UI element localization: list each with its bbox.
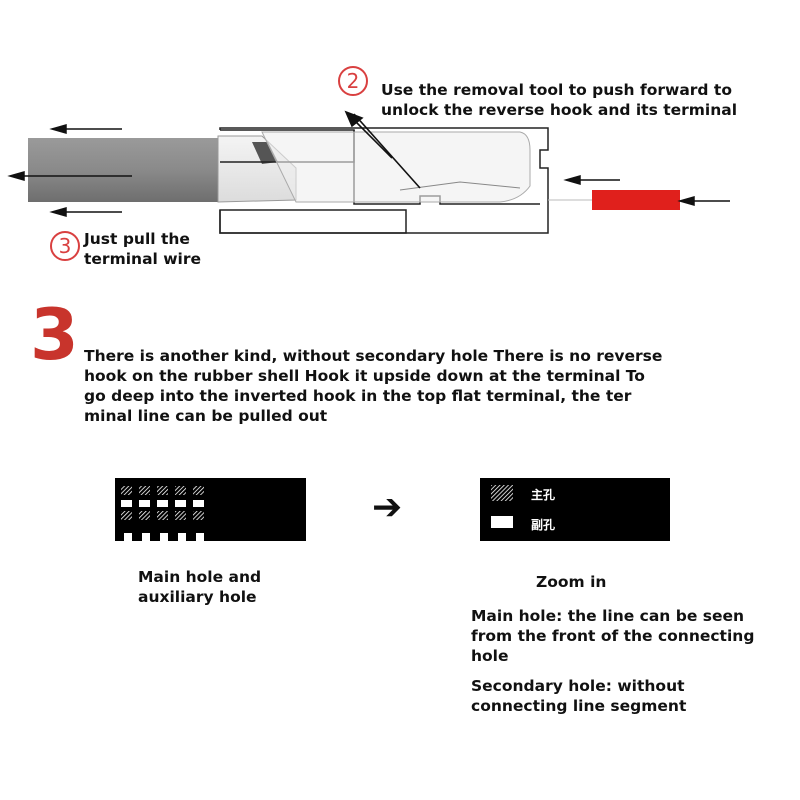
step3-text: Just pull the terminal wire bbox=[84, 230, 202, 268]
zoom-caption: Zoom in bbox=[536, 573, 607, 591]
terminal-body bbox=[261, 131, 531, 203]
main-hole-explanation: Main hole: the line can be seen from the… bbox=[471, 607, 755, 665]
step2-number-badge: 2 bbox=[338, 66, 368, 96]
step2-number: 2 bbox=[346, 69, 360, 93]
hole-pattern bbox=[121, 486, 204, 541]
connector-face-zoom: 主孔 副孔 bbox=[480, 478, 670, 541]
auxiliary-holes bbox=[121, 500, 204, 507]
step3-number: 3 bbox=[58, 234, 72, 258]
arrow-right-icon: ➔ bbox=[372, 487, 403, 528]
legend-main-hole: 主孔 bbox=[531, 488, 556, 502]
connector-diagram bbox=[7, 110, 730, 234]
main-holes bbox=[121, 486, 204, 520]
aux-hole-swatch bbox=[491, 516, 513, 528]
terminal-wire bbox=[28, 138, 224, 202]
step2-pointer-arrow bbox=[344, 110, 421, 189]
step2-text: Use the removal tool to push forward to … bbox=[381, 81, 738, 119]
section3-text: There is another kind, without secondary… bbox=[84, 347, 663, 425]
step3-number-badge: 3 bbox=[50, 231, 80, 261]
removal-tool bbox=[592, 190, 680, 210]
connector-face-left bbox=[115, 478, 306, 541]
pull-arrows bbox=[7, 124, 132, 217]
section3-number: 3 bbox=[30, 294, 79, 376]
legend-aux-hole: 副孔 bbox=[531, 518, 556, 532]
secondary-hole-explanation: Secondary hole: without connecting line … bbox=[471, 677, 687, 715]
push-arrows bbox=[563, 175, 730, 206]
bottom-notches bbox=[124, 533, 204, 541]
left-panel-caption: Main hole and auxiliary hole bbox=[138, 568, 262, 606]
main-hole-swatch bbox=[491, 485, 513, 501]
